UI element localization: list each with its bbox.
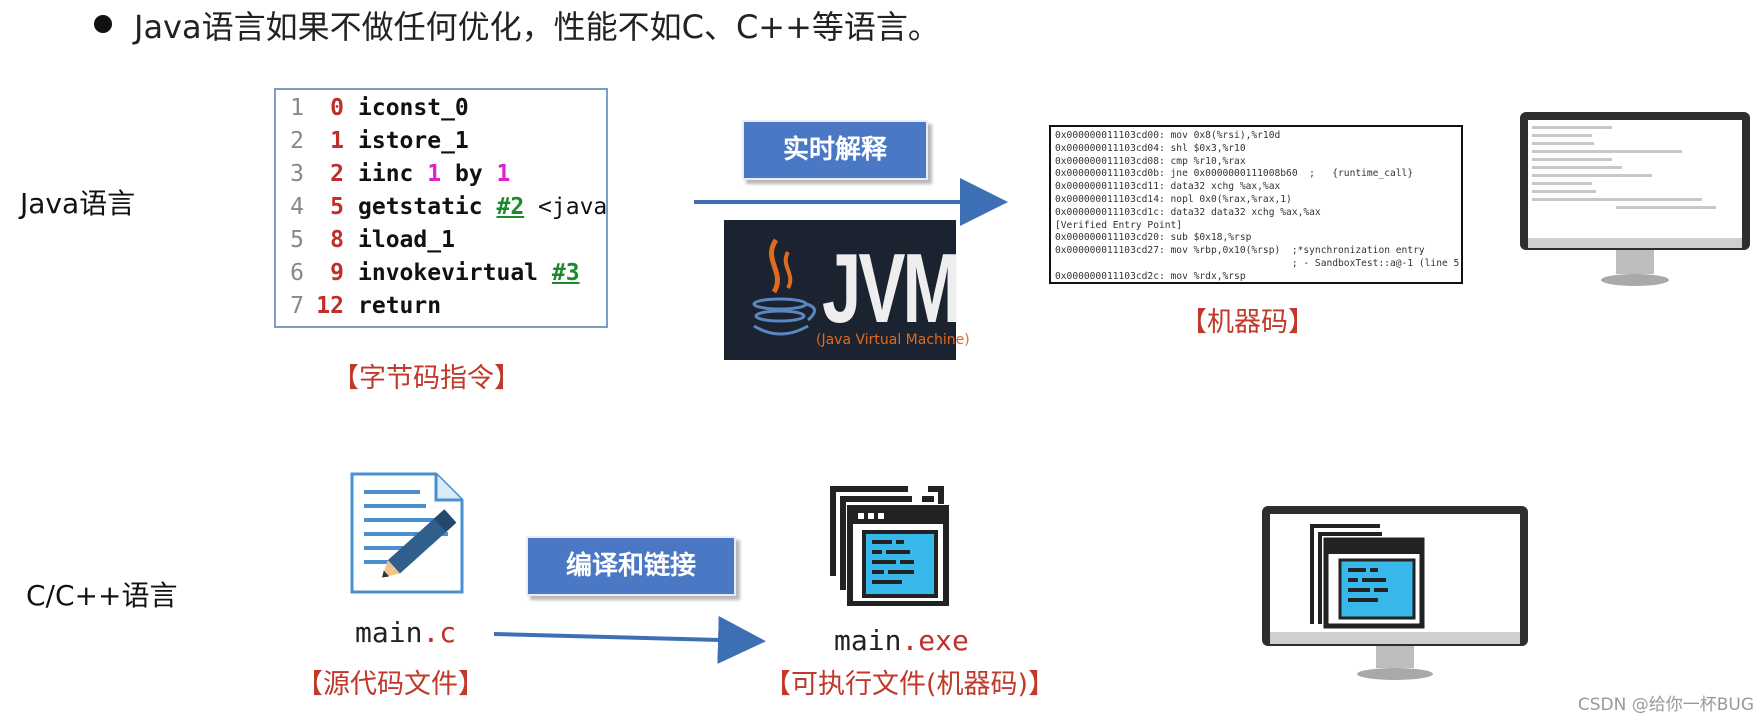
machine-code-line: [Verified Entry Point] (1055, 219, 1183, 231)
bytecode-offset: 5 (330, 194, 344, 220)
line-number: 6 (290, 260, 304, 286)
bytecode-opcode: getstatic (358, 194, 483, 220)
bullet-point (94, 15, 112, 33)
jvm-logo-text: JVM (822, 233, 961, 343)
arrow-compile (493, 615, 766, 664)
machine-code-line: 0x000000011103cd1c: data32 data32 xchg %… (1055, 206, 1321, 218)
bytecode-argument: 1 (427, 161, 442, 187)
source-file-icon (350, 472, 464, 594)
bytecode-caption: 【字节码指令】 (332, 363, 521, 394)
line-number: 2 (290, 128, 304, 154)
executable-file-icon (830, 486, 949, 606)
bytecode-opcode: invokevirtual (358, 260, 539, 286)
slide-title: Java语言如果不做任何优化，性能不如C、C++等语言。 (134, 8, 940, 46)
line-number: 1 (290, 95, 304, 121)
machine-code-line: 0x000000011103cd14: nopl 0x0(%rax,%rax,1… (1055, 193, 1292, 205)
jvm-subtitle: (Java Virtual Machine) (816, 332, 970, 348)
machine-code-line: ; - SandboxTest::a@-1 (line 5) (1055, 257, 1463, 269)
machine-code-line: 0x000000011103cd2c: mov %rdx,%rsp (1055, 270, 1246, 282)
source-file-name: main.c (355, 616, 456, 649)
executable-file-name: main.exe (834, 624, 969, 657)
machine-code-line: 0x000000011103cd0b: jne 0x0000000111008b… (1055, 168, 1414, 180)
bytecode-argument: #3 (551, 260, 580, 286)
bytecode-opcode: iinc (358, 161, 414, 187)
machine-code-line: 0x000000011103cd00: mov 0x8(%rsi),%r10d (1055, 130, 1281, 141)
executable-file-basename: main (834, 624, 902, 657)
desktop-monitor-icon (1262, 506, 1528, 680)
machine-code-caption: 【机器码】 (1180, 307, 1315, 338)
bytecode-argument: #2 (496, 194, 525, 220)
bytecode-opcode: return (358, 293, 442, 319)
bytecode-offset: 12 (316, 293, 344, 319)
c-row-label: C/C++语言 (26, 579, 178, 612)
bytecode-offset: 1 (330, 128, 344, 154)
java-coffee-icon (752, 238, 816, 336)
bytecode-opcode: istore_1 (358, 128, 469, 154)
machine-code-line: 0x000000011103cd11: data32 xchg %ax,%ax (1055, 181, 1281, 193)
line-number: 5 (290, 227, 304, 253)
bytecode-line: 7 12 return (276, 290, 606, 323)
bytecode-offset: 2 (330, 161, 344, 187)
bytecode-offset: 0 (330, 95, 344, 121)
monitor-icon (1520, 112, 1750, 286)
bytecode-offset: 8 (330, 227, 344, 253)
bytecode-argument: <java (538, 194, 608, 220)
line-number: 3 (290, 161, 304, 187)
bytecode-opcode: iconst_0 (358, 95, 469, 121)
interpret-label: 实时解释 (742, 120, 928, 180)
watermark: CSDN @给你一杯BUG (1577, 695, 1754, 715)
bytecode-argument: 1 (496, 161, 511, 187)
source-file-basename: main (355, 616, 423, 649)
machine-code-line: 0x000000011103cd08: cmp %r10,%rax (1055, 155, 1246, 167)
executable-file-caption: 【可执行文件(机器码)】 (764, 669, 1056, 700)
source-file-caption: 【源代码文件】 (296, 669, 485, 700)
bytecode-argument: by (454, 161, 483, 187)
line-number: 7 (290, 293, 304, 319)
machine-code-line: 0x000000011103cd04: shl $0x3,%r10 (1055, 142, 1246, 154)
machine-code-line: 0x000000011103cd27: mov %rbp,0x10(%rsp) … (1055, 245, 1425, 257)
executable-file-ext: .exe (901, 624, 969, 657)
source-file-ext: .c (422, 616, 457, 649)
jvm-logo (724, 220, 956, 360)
machine-code-line: 0x000000011103cd20: sub $0x18,%rsp (1055, 232, 1252, 244)
line-number: 4 (290, 194, 304, 220)
bytecode-offset: 9 (330, 260, 344, 286)
java-row-label: Java语言 (20, 187, 136, 220)
bytecode-opcode: iload_1 (358, 227, 455, 253)
compile-label: 编译和链接 (526, 536, 736, 596)
